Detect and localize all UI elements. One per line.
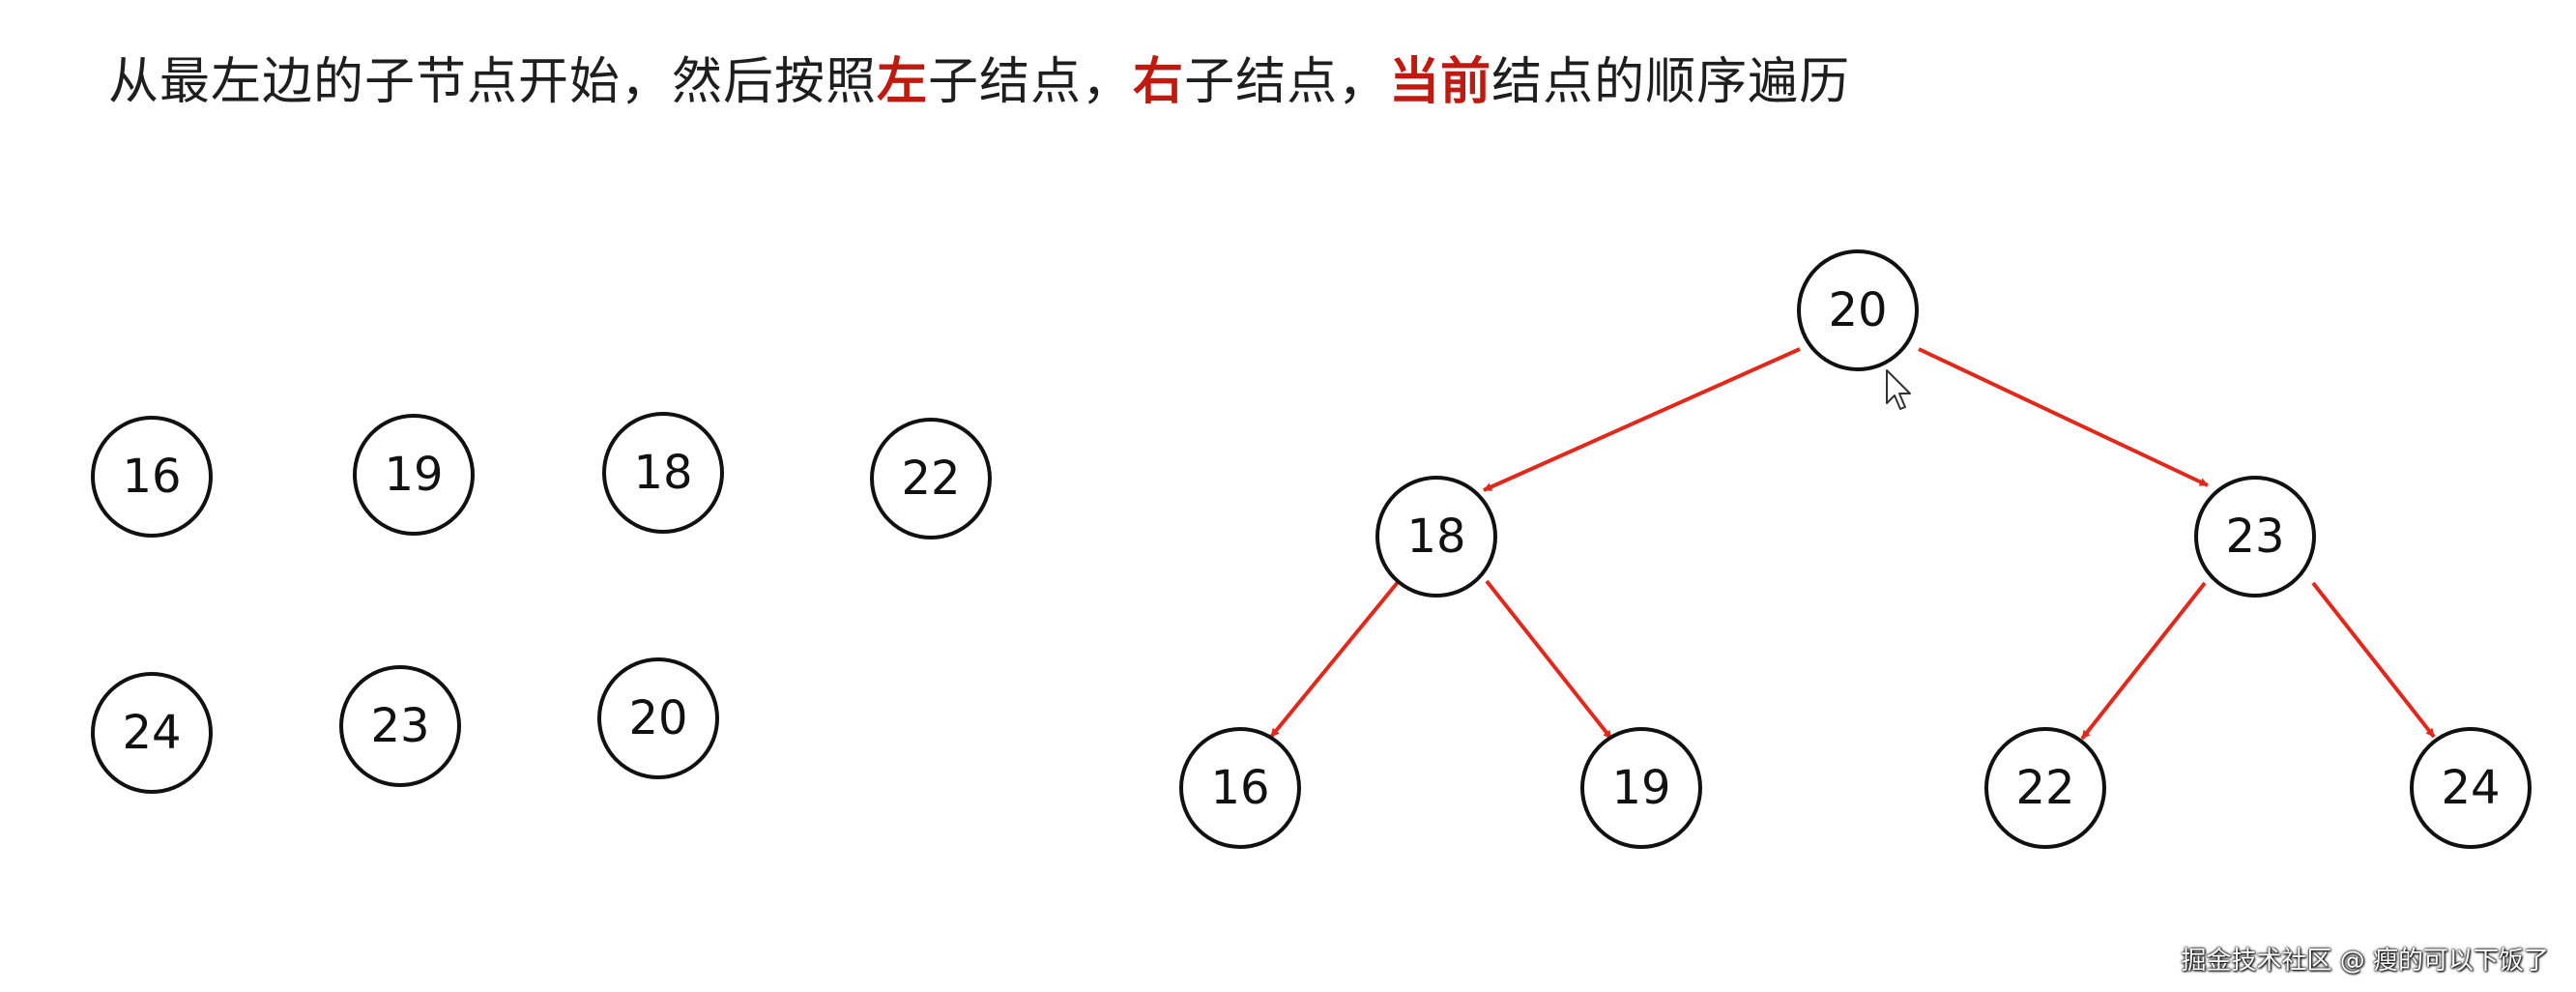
tree-edges (1269, 347, 2436, 741)
tree-node-label: 24 (2441, 761, 2500, 815)
sequence-node: 16 (91, 416, 213, 538)
edge-18-19 (1485, 579, 1613, 741)
edge-root-left (1483, 347, 1801, 492)
tree-node-label: 16 (1210, 761, 1269, 815)
tree-node-label: 23 (2225, 510, 2284, 564)
edge-18-16 (1269, 579, 1401, 739)
sequence-node-label: 19 (384, 448, 443, 502)
tree-node-right: 23 (2194, 476, 2316, 598)
heading-text-3: 子结点， (1184, 53, 1390, 111)
sequence-node: 18 (602, 412, 724, 534)
sequence-node-label: 18 (633, 446, 692, 500)
heading-text-4: 结点的顺序遍历 (1491, 53, 1851, 111)
sequence-node: 23 (339, 665, 461, 787)
tree-node-label: 19 (1611, 761, 1670, 815)
tree-node-right-right: 24 (2410, 727, 2532, 849)
heading-highlight-current: 当前 (1389, 53, 1492, 111)
heading-text-1: 从最左边的子节点开始，然后按照 (108, 53, 878, 111)
tree-node-label: 18 (1406, 510, 1465, 564)
tree-node-label: 20 (1828, 283, 1887, 337)
edge-root-right (1918, 347, 2209, 487)
tree-node-left: 18 (1375, 476, 1497, 598)
tree-node-label: 22 (2015, 761, 2074, 815)
sequence-node-label: 20 (628, 691, 687, 745)
page-title: 从最左边的子节点开始，然后按照左子结点，右子结点，当前结点的顺序遍历 (108, 41, 1850, 113)
sequence-node: 20 (597, 657, 719, 779)
tree-node-left-right: 19 (1580, 727, 1702, 849)
sequence-node-label: 23 (370, 699, 429, 753)
sequence-node: 24 (91, 672, 213, 794)
tree-node-right-left: 22 (1984, 727, 2106, 849)
sequence-node: 19 (353, 414, 475, 536)
heading-highlight-left: 左 (877, 53, 929, 111)
sequence-node-label: 16 (122, 450, 181, 504)
sequence-node: 22 (870, 418, 992, 540)
watermark: 掘金技术社区 @ 瘦的可以下饭了 (2181, 947, 2549, 976)
edge-23-22 (2080, 581, 2207, 741)
sequence-node-label: 24 (122, 706, 181, 760)
edge-23-24 (2311, 581, 2436, 739)
tree-node-root: 20 (1797, 249, 1919, 371)
binary-tree: 20 18 23 16 19 22 24 (1179, 249, 2532, 849)
heading-text-2: 子结点， (928, 53, 1134, 111)
sequence-node-label: 22 (901, 452, 960, 506)
mouse-pointer-icon (1886, 369, 1911, 410)
heading-highlight-right: 右 (1133, 53, 1185, 111)
sequence-area: 16 19 18 22 24 23 20 (91, 412, 992, 794)
tree-node-left-left: 16 (1179, 727, 1301, 849)
